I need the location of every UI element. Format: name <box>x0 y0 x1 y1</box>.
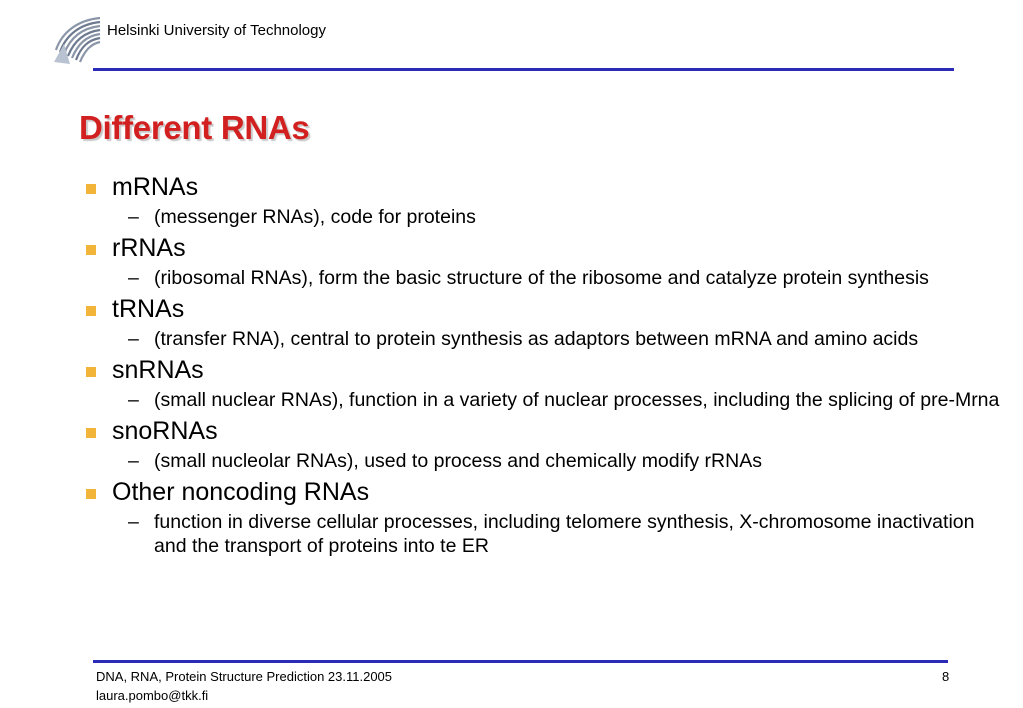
list-item: mRNAs –(messenger RNAs), code for protei… <box>86 172 1006 229</box>
square-bullet-icon <box>86 489 96 499</box>
dash-icon: – <box>128 450 139 472</box>
sub-bullet: –(ribosomal RNAs), form the basic struct… <box>86 266 1006 290</box>
square-bullet-icon <box>86 428 96 438</box>
list-item: rRNAs –(ribosomal RNAs), form the basic … <box>86 233 1006 290</box>
square-bullet-icon <box>86 306 96 316</box>
sub-bullet-text: (ribosomal RNAs), form the basic structu… <box>154 267 929 289</box>
list-item: tRNAs –(transfer RNA), central to protei… <box>86 294 1006 351</box>
dash-icon: – <box>128 267 139 289</box>
page-number: 8 <box>942 669 950 684</box>
bullet-label: tRNAs <box>112 295 185 323</box>
square-bullet-icon <box>86 184 96 194</box>
footer-email: laura.pombo@tkk.fi <box>96 688 209 703</box>
dash-icon: – <box>128 511 139 533</box>
bullet-label: Other noncoding RNAs <box>112 478 370 506</box>
sub-bullet-text: (messenger RNAs), code for proteins <box>154 206 476 228</box>
sub-bullet: –function in diverse cellular processes,… <box>86 510 1006 558</box>
square-bullet-icon <box>86 245 96 255</box>
footer-course-info: DNA, RNA, Protein Structure Prediction 2… <box>96 669 393 684</box>
sub-bullet: –(small nucleolar RNAs), used to process… <box>86 449 1006 473</box>
slide-title: Different RNAs <box>79 109 310 146</box>
sub-bullet: –(transfer RNA), central to protein synt… <box>86 327 1006 351</box>
organization-name: Helsinki University of Technology <box>107 22 326 39</box>
bullet-label: snRNAs <box>112 356 204 384</box>
list-item: snoRNAs –(small nucleolar RNAs), used to… <box>86 416 1006 473</box>
footer-divider <box>93 660 948 663</box>
list-item: Other noncoding RNAs –function in divers… <box>86 477 1006 558</box>
sub-bullet-text: (transfer RNA), central to protein synth… <box>154 328 919 350</box>
sub-bullet: –(small nuclear RNAs), function in a var… <box>86 388 1006 412</box>
bullet-label: snoRNAs <box>112 417 218 445</box>
sub-bullet-text: function in diverse cellular processes, … <box>154 511 975 557</box>
header-divider <box>93 68 954 71</box>
sub-bullet: –(messenger RNAs), code for proteins <box>86 205 1006 229</box>
dash-icon: – <box>128 328 139 350</box>
sub-bullet-text: (small nucleolar RNAs), used to process … <box>154 450 762 472</box>
list-item: snRNAs –(small nuclear RNAs), function i… <box>86 355 1006 412</box>
bullet-label: rRNAs <box>112 234 186 262</box>
bullet-label: mRNAs <box>112 173 199 201</box>
sub-bullet-text: (small nuclear RNAs), function in a vari… <box>154 389 1000 411</box>
dash-icon: – <box>128 206 139 228</box>
tkk-logo-icon <box>50 14 102 68</box>
square-bullet-icon <box>86 367 96 377</box>
dash-icon: – <box>128 389 139 411</box>
bullet-list: mRNAs –(messenger RNAs), code for protei… <box>86 172 1006 562</box>
